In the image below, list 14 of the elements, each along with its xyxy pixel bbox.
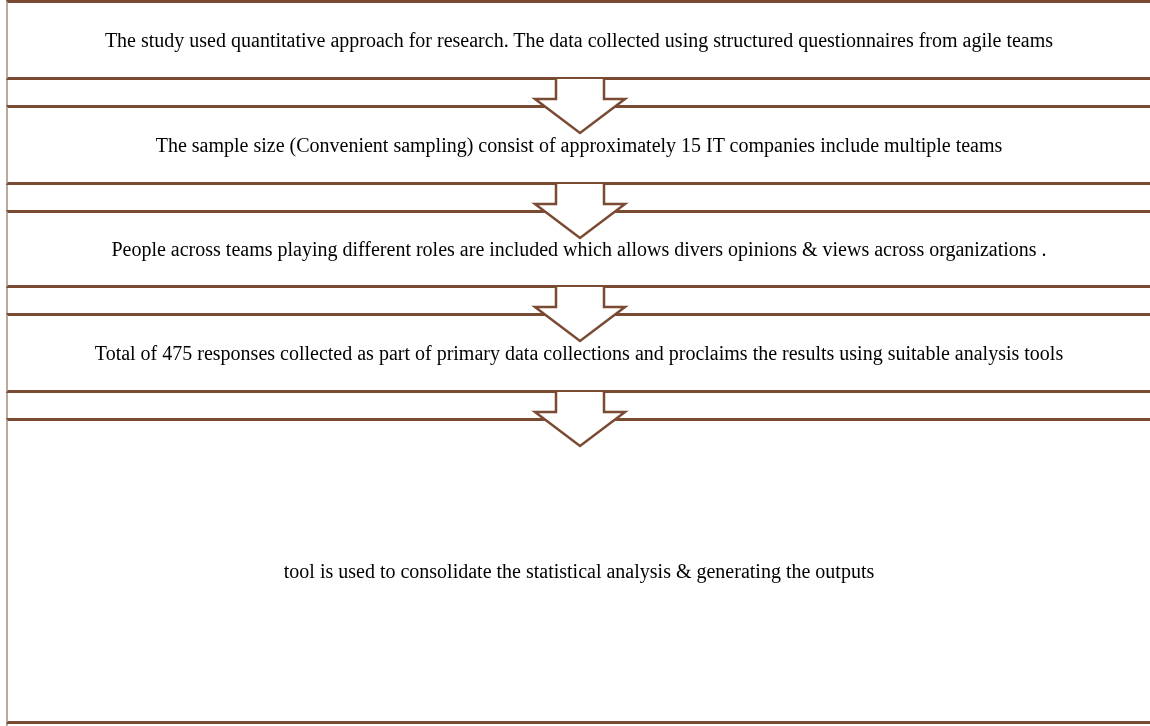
step-text: The sample size (Convenient sampling) consist of approximately 15 IT companies include multiple teams xyxy=(155,133,1003,157)
block-arrow xyxy=(531,285,629,343)
step-text: tool is used to consolidate the statistical analysis & generating the outputs xyxy=(283,559,875,583)
process-box xyxy=(6,105,1150,185)
process-box xyxy=(6,313,1150,393)
block-arrow xyxy=(531,182,629,240)
block-arrow xyxy=(531,390,629,448)
step-text: People across teams playing different roles are included which allows divers opinions & views across organizations . xyxy=(111,237,1047,261)
process-box xyxy=(6,418,1150,724)
step-text: Total of 475 responses collected as part of primary data collections and proclaims the results using suitable analysis tools xyxy=(94,341,1064,365)
step-text: The study used quantitative approach for research. The data collected using structured questionnaires from agile teams xyxy=(104,28,1054,52)
process-box xyxy=(6,210,1150,288)
process-box xyxy=(6,0,1150,80)
block-arrow xyxy=(531,77,629,135)
